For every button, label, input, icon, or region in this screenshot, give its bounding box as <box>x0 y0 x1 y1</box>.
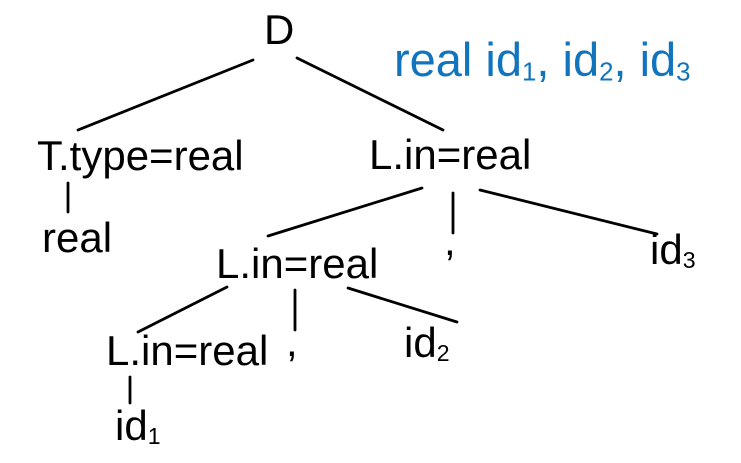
node-id3: id3 <box>650 229 696 272</box>
annotation-text: , id <box>536 33 600 86</box>
id3-text: id <box>650 226 683 273</box>
node-l-in-real-bottom: L.in=real <box>106 327 269 374</box>
edge-ltop-to-lmid <box>266 186 424 238</box>
annotation-subscript: 1 <box>522 58 537 87</box>
edge-root-to-ttype <box>76 58 255 132</box>
node-real-leaf: real <box>42 214 113 261</box>
node-id2: id2 <box>404 322 450 365</box>
input-string-annotation: real id1, id2, id3 <box>394 36 691 86</box>
node-l-in-real-top: L.in=real <box>369 131 532 178</box>
annotation-subscript: 3 <box>676 58 691 87</box>
id1-text: id <box>115 402 148 449</box>
node-root-d: D <box>264 6 295 53</box>
edge-ltop-to-id3 <box>478 188 659 236</box>
node-l-in-real-mid: L.in=real <box>216 240 379 287</box>
annotation-text: , id <box>613 33 677 86</box>
node-t-type-real: T.type=real <box>37 132 244 179</box>
annotation-text: real id <box>394 33 523 86</box>
id1-subscript: 1 <box>147 423 161 450</box>
id2-text: id <box>404 319 437 366</box>
node-comma-top: , <box>444 217 456 264</box>
node-comma-mid: , <box>286 318 298 365</box>
edge-lmid-to-id2 <box>346 286 459 324</box>
annotation-subscript: 2 <box>599 58 614 87</box>
edge-lmid-to-lbottom <box>136 285 229 334</box>
edge-root-to-ltop <box>295 56 445 132</box>
id3-subscript: 3 <box>682 247 696 274</box>
node-id1: id1 <box>115 405 161 448</box>
id2-subscript: 2 <box>436 340 450 367</box>
